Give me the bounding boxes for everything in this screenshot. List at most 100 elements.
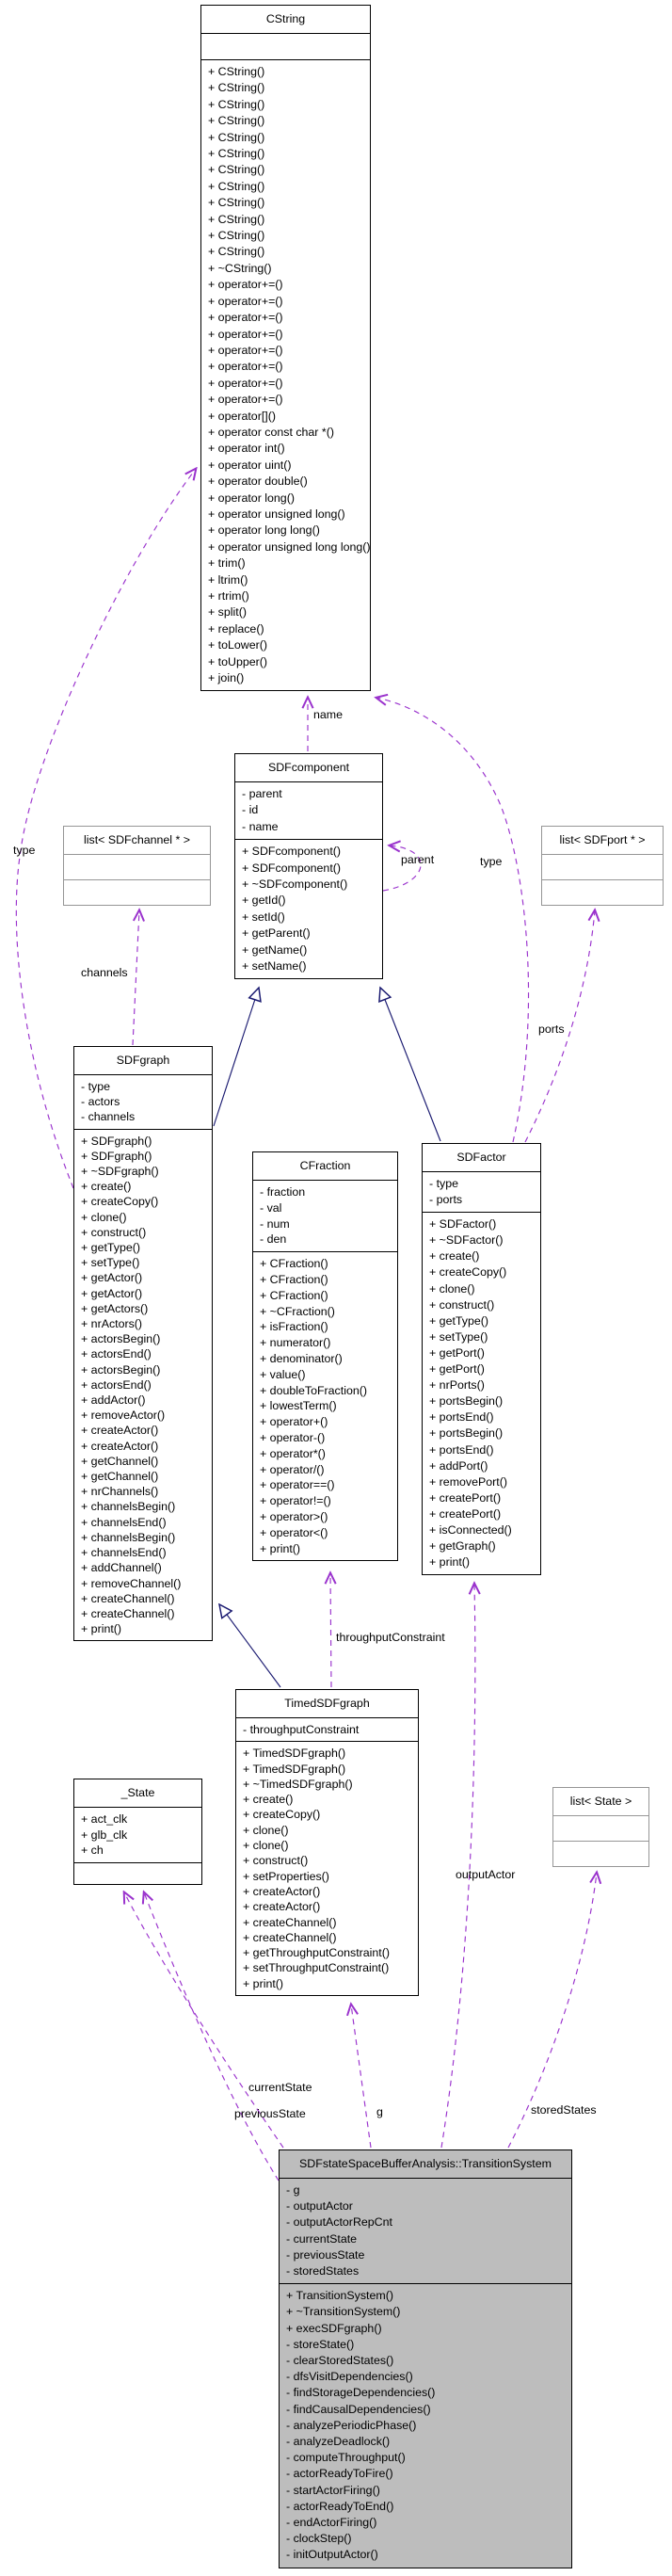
class-method: - findStorageDependencies() [286,2386,436,2400]
class-box-transitionsystem[interactable]: SDFstateSpaceBufferAnalysis::TransitionS… [279,2149,572,2568]
class-method: + print() [81,1622,122,1636]
class-attrs-compartment: - throughputConstraint [236,1717,418,1741]
class-title: CFraction [299,1159,351,1172]
class-box-list-sdfchannel[interactable]: list< SDFchannel * > [63,826,211,906]
class-method: + CFraction() [260,1288,328,1302]
class-box-list-state[interactable]: list< State > [552,1787,649,1867]
class-method: + split() [208,605,247,620]
class-attribute: - storedStates [286,2264,360,2278]
class-method: + operator>() [260,1509,328,1523]
class-method: + operator+=() [208,278,283,292]
class-box-sdfgraph[interactable]: SDFgraph- type- actors- channels+ SDFgra… [73,1046,213,1642]
class-method: - clearStoredStates() [286,2354,394,2368]
class-methods-compartment: + TransitionSystem()+ ~TransitionSystem(… [280,2283,571,2567]
class-attribute: - outputActorRepCnt [286,2215,392,2230]
class-method: + actorsBegin() [81,1332,161,1346]
class-method: + create() [429,1249,480,1264]
class-title: SDFgraph [116,1054,170,1067]
dependency-edge-currentState [124,1892,284,2149]
class-method: + setProperties() [243,1869,329,1883]
class-method: + actorsBegin() [81,1362,161,1377]
class-method: + channelsBegin() [81,1530,176,1544]
class-box-sdfactor[interactable]: SDFactor- type- ports+ SDFactor()+ ~SDFa… [422,1143,541,1576]
class-method: + nrPorts() [429,1378,485,1393]
class-method: + createActor() [243,1884,321,1898]
inheritance-edge-sdfactor-sdfcomponent [380,988,441,1142]
class-method: + removePort() [429,1474,507,1489]
class-method: + createChannel() [81,1591,175,1605]
class-box-state[interactable]: _State+ act_clk+ glb_clk+ ch [73,1779,202,1885]
class-method: + operator+=() [208,327,283,341]
class-method: - storeState() [286,2337,355,2351]
class-methods-compartment: + CString()+ CString()+ CString()+ CStri… [201,59,371,690]
class-method: + operator unsigned long long() [208,539,371,554]
class-method: + getName() [242,942,308,957]
class-method: + actorsEnd() [81,1377,152,1392]
class-method: + clone() [243,1823,289,1837]
class-method: + channelsBegin() [81,1500,176,1514]
class-method: + getType() [81,1241,141,1255]
class-method: + CString() [208,179,265,193]
class-box-list-sdfport[interactable]: list< SDFport * > [541,826,664,906]
class-attribute: - outputActor [286,2199,353,2214]
class-box-timedsdfgraph[interactable]: TimedSDFgraph- throughputConstraint+ Tim… [235,1689,419,1997]
class-methods-compartment: + SDFgraph()+ SDFgraph()+ ~SDFgraph()+ c… [74,1128,212,1641]
class-methods-compartment: + CFraction()+ CFraction()+ CFraction()+… [253,1251,397,1560]
class-attrs-compartment [64,854,210,879]
class-methods-compartment [553,1841,648,1866]
class-method: + join() [208,671,245,685]
class-method: - endActorFiring() [286,2516,377,2530]
class-method: + setThroughputConstraint() [243,1961,390,1975]
dependency-edge-storedStates [507,1873,597,2149]
class-method: + toLower() [208,638,268,652]
class-method: + operator int() [208,442,285,456]
class-method: + operator!=() [260,1494,331,1508]
class-methods-compartment: + SDFcomponent()+ SDFcomponent()+ ~SDFco… [235,839,382,978]
class-method: + print() [260,1541,301,1555]
class-method: + operator/() [260,1462,325,1476]
class-method: + actorsEnd() [81,1347,152,1361]
class-method: + CString() [208,245,265,259]
class-method: - findCausalDependencies() [286,2402,431,2416]
class-box-cstring[interactable]: CString+ CString()+ CString()+ CString()… [200,5,371,692]
dependency-edge-g [351,2004,372,2149]
class-method: + denominator() [260,1351,343,1365]
class-box-sdfcomponent[interactable]: SDFcomponent- parent- id- name+ SDFcompo… [234,753,383,980]
class-method: + portsBegin() [429,1426,504,1441]
class-attribute: - actors [81,1095,120,1109]
class-method: + createActor() [81,1439,159,1453]
class-method: + CFraction() [260,1257,328,1271]
class-method: + doubleToFraction() [260,1383,367,1397]
class-method: + addChannel() [81,1561,162,1575]
class-title: TimedSDFgraph [284,1697,370,1710]
class-method: + ~CString() [208,261,272,275]
class-method: + operator+=() [208,393,283,407]
class-method: + createCopy() [243,1808,321,1822]
class-method: + setId() [242,910,285,924]
class-attrs-compartment: - type- ports [423,1171,540,1212]
class-method: + getGraph() [429,1539,496,1554]
class-method: + setType() [81,1256,140,1270]
class-method: + CString() [208,81,265,95]
class-method: + portsBegin() [429,1394,504,1409]
class-method: + getType() [429,1313,489,1328]
dependency-edge-parent-selfloop [382,845,422,892]
class-method: + getActors() [81,1301,149,1315]
class-method: + ltrim() [208,572,248,587]
class-title: list< SDFchannel * > [84,833,190,846]
class-method: + getActor() [81,1271,143,1285]
class-method: + replace() [208,621,264,636]
class-method: + getId() [242,894,286,908]
class-method: + isConnected() [429,1522,512,1537]
class-method: + TransitionSystem() [286,2289,393,2303]
class-method: + trim() [208,556,246,571]
class-attribute: - g [286,2183,300,2197]
class-method: + nrChannels() [81,1485,159,1499]
class-attrs-compartment: - parent- id- name [235,781,382,839]
class-method: - startActorFiring() [286,2483,380,2497]
class-method: + createChannel() [243,1930,337,1944]
class-box-cfraction[interactable]: CFraction - fraction- val- num- den + CFra… [252,1151,398,1562]
class-attrs-compartment: - fraction- val- num- den [253,1180,397,1251]
